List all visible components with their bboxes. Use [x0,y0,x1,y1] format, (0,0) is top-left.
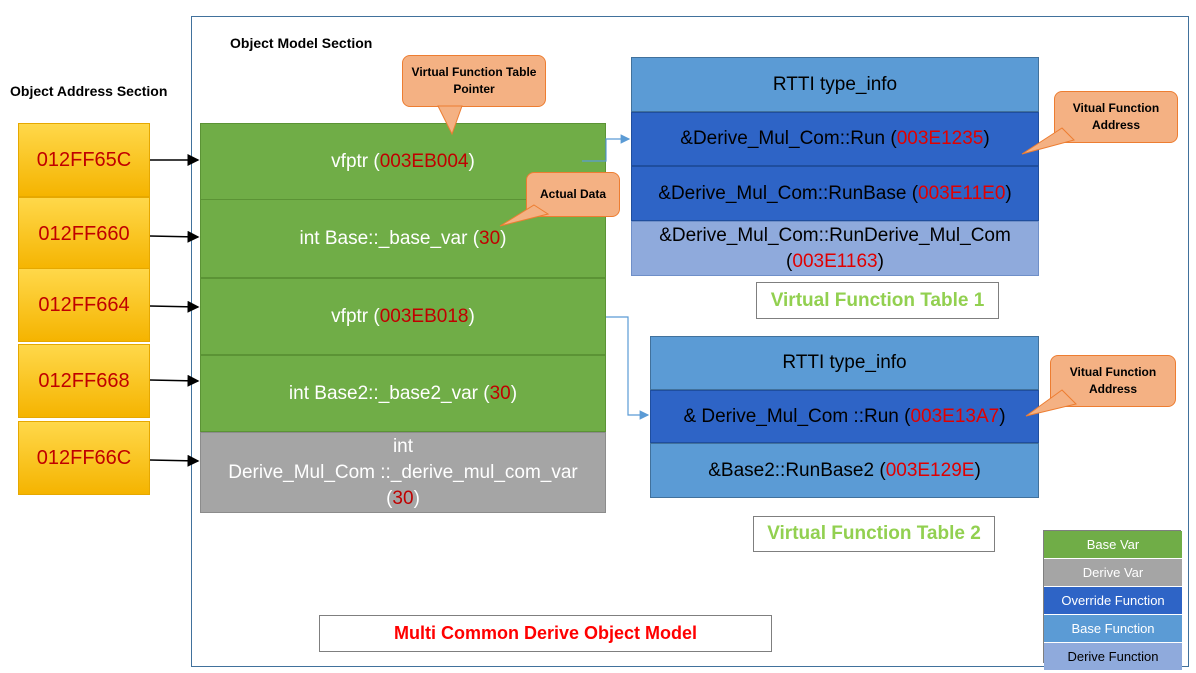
address-arrow [149,300,200,313]
callout-tail [499,204,550,227]
address-box: 012FF660 [18,197,150,271]
legend-derive-var: Derive Var [1044,559,1182,587]
object-address-heading: Object Address Section [10,83,168,99]
legend-base-var: Base Var [1044,531,1182,559]
address-box: 012FF66C [18,421,150,495]
vfptr-value: 003EB004 [379,150,469,172]
derive-var-value: 30 [392,487,414,509]
callout-tail [1021,127,1075,155]
vtable1-entry-run: &Derive_Mul_Com::Run (003E1235) [631,112,1039,166]
vtable1-entry-runderive: &Derive_Mul_Com::RunDerive_Mul_Com (003E… [631,221,1039,276]
legend-derive-function: Derive Function [1044,643,1182,670]
derive-var-row: int Derive_Mul_Com ::_derive_mul_com_var… [200,432,606,513]
vtable1-entry-runbase: &Derive_Mul_Com::RunBase (003E11E0) [631,166,1039,221]
address-arrow [149,374,200,387]
diagram-title: Multi Common Derive Object Model [319,615,772,652]
vtable2-rtti: RTTI type_info [650,336,1039,390]
callout-tail [1025,389,1077,417]
base-var-value: 30 [479,227,501,249]
legend-override-function: Override Function [1044,587,1182,615]
object-model-heading: Object Model Section [230,35,373,51]
callout-vfunc-address-1: Vitual Function Address [1054,91,1178,143]
vtable2-caption: Virtual Function Table 2 [753,516,995,552]
vfptr-connector-1 [582,134,631,162]
vtable1-rtti: RTTI type_info [631,57,1039,112]
base2-var-value: 30 [489,382,511,404]
vtable2-entry-runbase2: &Base2::RunBase2 (003E129E) [650,443,1039,498]
callout-tail [437,105,463,136]
address-box: 012FF668 [18,344,150,418]
vfptr-value: 003EB018 [379,305,469,327]
address-box: 012FF664 [18,268,150,342]
address-box: 012FF65C [18,123,150,197]
legend-base-function: Base Function [1044,615,1182,643]
base2-var-row: int Base2::_base2_var (30) [200,355,606,432]
vtable2-entry-run: & Derive_Mul_Com ::Run (003E13A7) [650,390,1039,443]
callout-vtable-pointer: Virtual Function Table Pointer [402,55,546,107]
legend: Base Var Derive Var Override Function Ba… [1043,530,1182,670]
object-model-frame [191,16,1189,667]
vtable1-caption: Virtual Function Table 1 [756,282,999,319]
vfptr-connector-2 [606,316,650,420]
address-arrow [149,454,200,467]
address-arrow [149,230,200,243]
vfptr-row-2: vfptr (003EB018) [200,278,606,355]
